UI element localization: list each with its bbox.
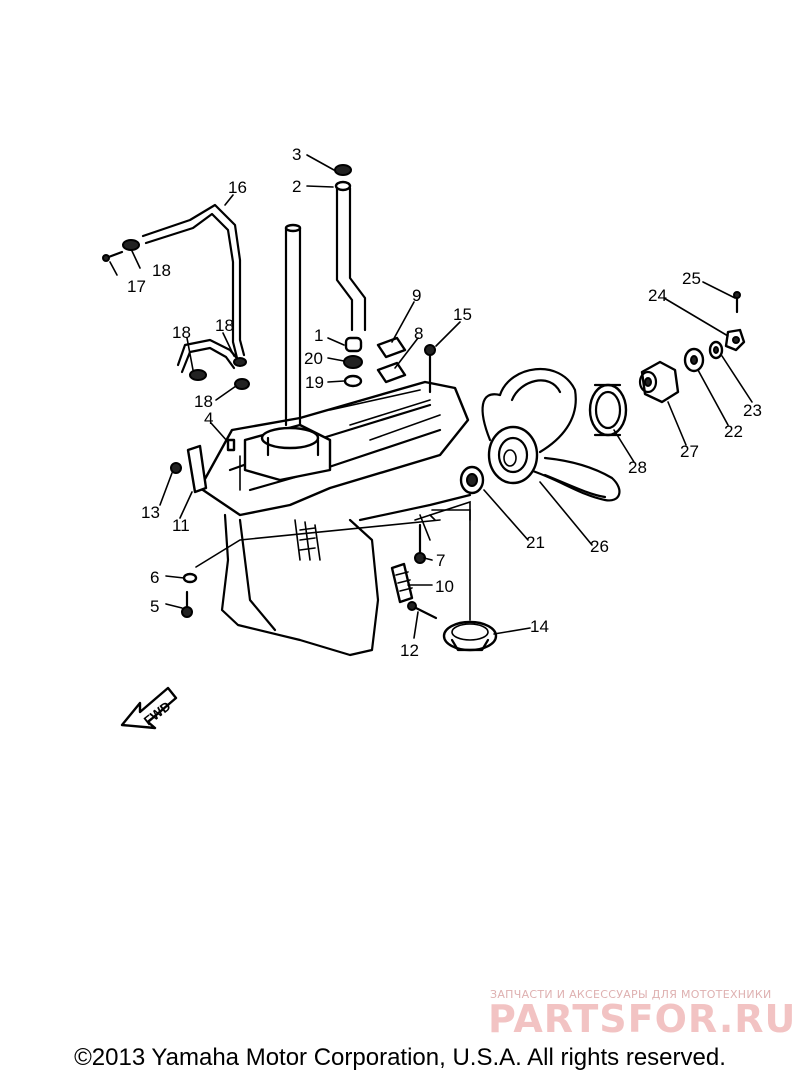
water-tube — [334, 164, 367, 332]
callout-18b: 18 — [172, 323, 191, 342]
callout-3: 3 — [292, 145, 301, 164]
callout-14: 14 — [530, 617, 549, 636]
callout-23: 23 — [743, 401, 762, 420]
callout-8: 8 — [414, 324, 423, 343]
callout-11: 11 — [172, 516, 190, 535]
callout-22: 22 — [724, 422, 743, 441]
callout-2: 2 — [292, 177, 301, 196]
small-parts-group — [170, 336, 436, 494]
callout-27: 27 — [680, 442, 699, 461]
leader-lines — [109, 154, 753, 639]
callout-12: 12 — [400, 641, 419, 660]
callout-4: 4 — [204, 409, 213, 428]
ring-part — [588, 383, 628, 437]
callout-1: 1 — [314, 326, 323, 345]
forward-direction-arrow: FWD — [120, 686, 178, 730]
callout-numbers: 3 2 16 18 17 18 18 18 1 20 19 9 8 15 4 1… — [127, 145, 762, 660]
callout-24: 24 — [648, 286, 667, 305]
callout-16: 16 — [228, 178, 247, 197]
callout-17: 17 — [127, 277, 146, 296]
lower-case-housing — [198, 380, 472, 657]
callout-18d: 18 — [194, 392, 213, 411]
hardware-washer-nut-pin — [683, 291, 746, 373]
spacer — [638, 360, 680, 404]
watermark: ЗАПЧАСТИ И АКСЕССУАРЫ ДЛЯ МОТОТЕХНИКИ PA… — [488, 988, 796, 1041]
callout-15: 15 — [453, 305, 472, 324]
callout-7: 7 — [436, 551, 445, 570]
callout-21: 21 — [526, 533, 545, 552]
drive-shaft — [266, 223, 320, 457]
callout-10: 10 — [435, 577, 454, 596]
hose — [102, 203, 250, 390]
watermark-logo: PARTSFOR.RU — [488, 997, 796, 1041]
callout-9: 9 — [412, 286, 421, 305]
propeller — [481, 367, 621, 502]
callout-28: 28 — [628, 458, 647, 477]
callout-18a: 18 — [152, 261, 171, 280]
callout-18c: 18 — [215, 316, 234, 335]
thrust-washer — [459, 465, 485, 495]
callout-20: 20 — [304, 349, 323, 368]
lower-small-parts — [181, 523, 498, 652]
callout-6: 6 — [150, 568, 159, 587]
callout-13: 13 — [141, 503, 160, 522]
callout-25: 25 — [682, 269, 701, 288]
callout-26: 26 — [590, 537, 609, 556]
callout-19: 19 — [305, 373, 324, 392]
watermark-tagline: ЗАПЧАСТИ И АКСЕССУАРЫ ДЛЯ МОТОТЕХНИКИ — [490, 988, 772, 1001]
callout-5: 5 — [150, 597, 159, 616]
copyright-footer: ©2013 Yamaha Motor Corporation, U.S.A. A… — [74, 1044, 726, 1071]
